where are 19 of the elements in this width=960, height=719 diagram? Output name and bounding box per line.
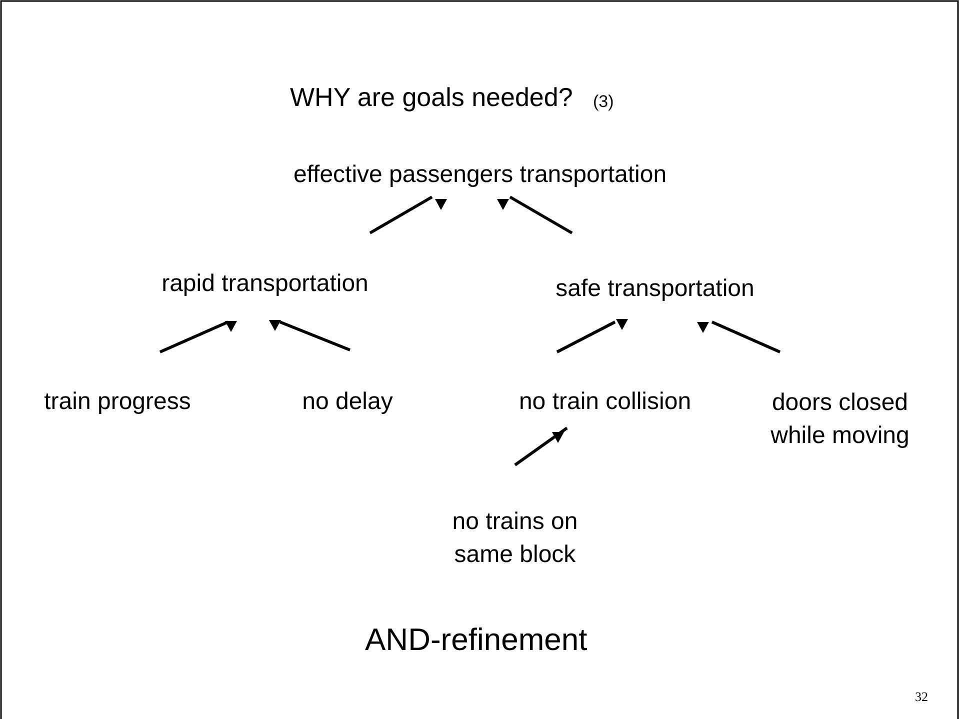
goal-label: train progress xyxy=(44,387,191,417)
goal-label: effective passengers transportation xyxy=(293,160,667,190)
goal-label: safe transportation xyxy=(556,274,754,304)
title-number: (3) xyxy=(593,92,614,112)
refinement-link xyxy=(159,320,237,354)
caption-text: AND-refinement xyxy=(365,622,588,658)
goal-label: no trains on same block xyxy=(451,507,579,570)
goal-label: no train collision xyxy=(518,387,692,417)
refinement-link xyxy=(697,320,781,354)
refinement-link xyxy=(497,196,573,234)
goal-label: no delay xyxy=(302,387,393,417)
refinement-link xyxy=(369,196,447,234)
refinement-link xyxy=(514,426,568,466)
refinement-link xyxy=(269,320,351,352)
slide-title: WHY are goals needed? xyxy=(290,82,573,113)
refinement-link xyxy=(556,319,628,354)
page-number: 32 xyxy=(915,689,928,705)
goal-label: rapid transportation xyxy=(162,269,368,299)
goal-label: doors closed while moving xyxy=(770,388,910,451)
